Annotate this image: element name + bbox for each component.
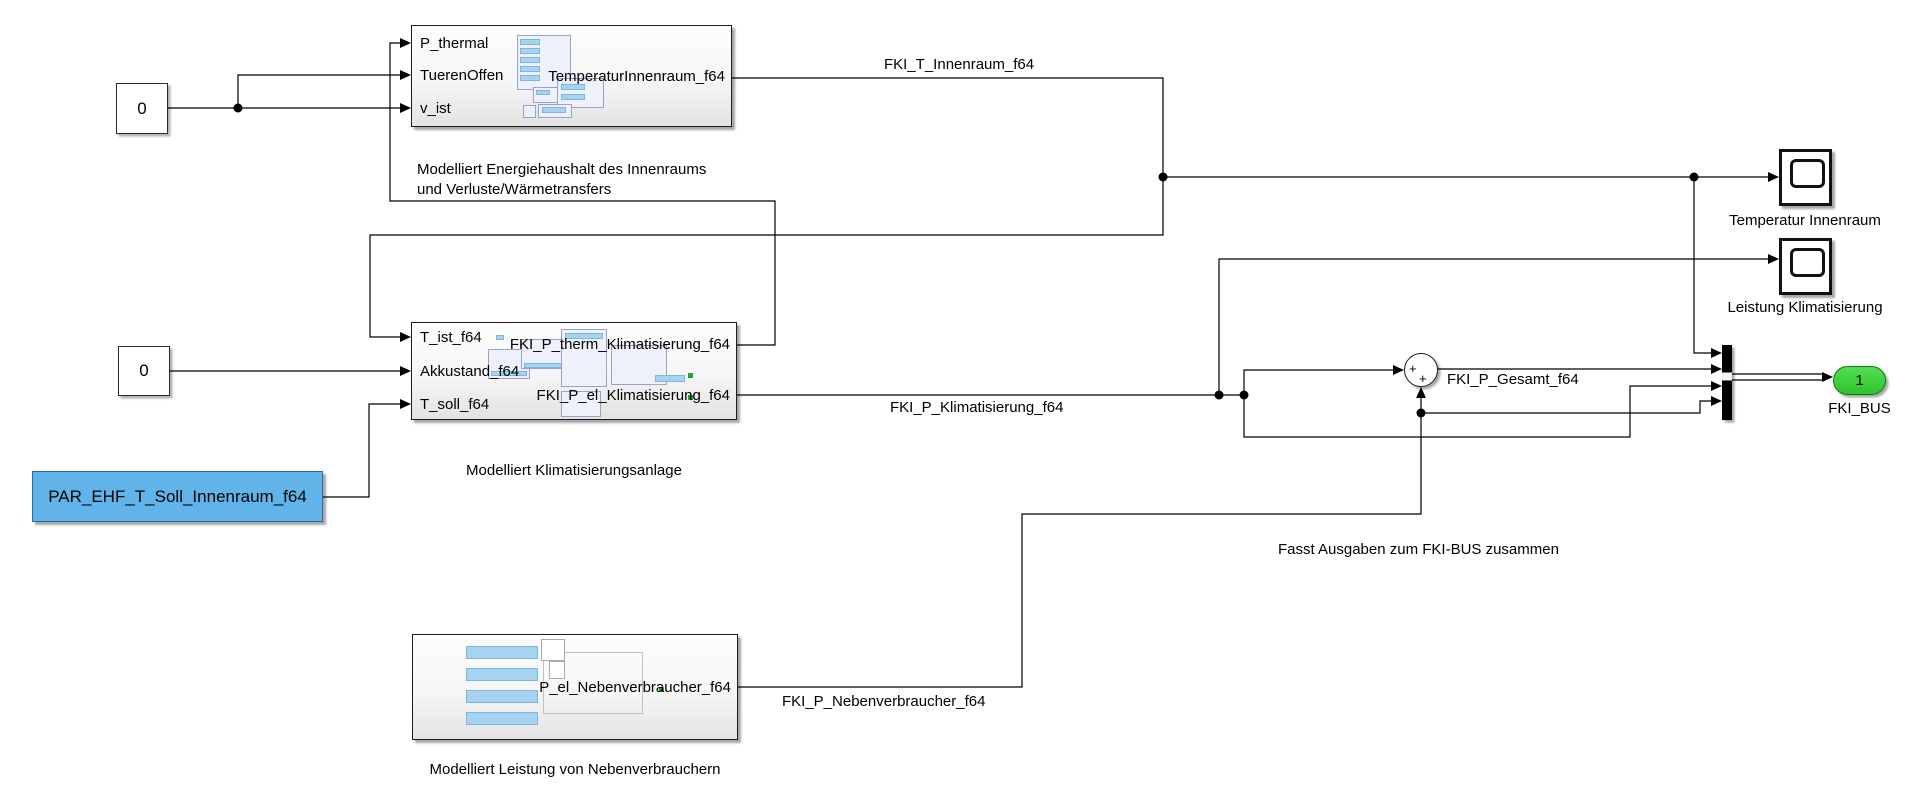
scope-temperatur-innenraum[interactable] [1779, 149, 1832, 206]
arrow-into-outport [1822, 372, 1833, 382]
bus-creator[interactable] [1722, 345, 1732, 420]
signal-label-fki-p-gesamt: FKI_P_Gesamt_f64 [1447, 371, 1579, 388]
arrow-into-scope-leistung [1768, 254, 1779, 264]
parameter-label: PAR_EHF_T_Soll_Innenraum_f64 [48, 486, 307, 506]
caption-klimatisierung: Modelliert Klimatisierungsanlage [466, 462, 682, 479]
scope-leistung-klimatisierung[interactable] [1779, 238, 1832, 295]
junction-dot [1158, 172, 1168, 182]
caption-innenraum-line1: Modelliert Energiehaushalt des Innenraum… [417, 161, 707, 178]
port-label-akkustand: Akkustand_f64 [420, 363, 520, 380]
arrow-into-bus-port4 [1711, 396, 1722, 406]
port-label-temperaturinnenraum: TemperaturInnenraum_f64 [548, 68, 725, 85]
port-label-p-thermal: P_thermal [420, 35, 489, 52]
wire-nebenverbraucher-to-bus[interactable] [1421, 400, 1711, 414]
arrowheads [400, 38, 1833, 409]
caption-innenraum-line2: und Verluste/Wärmetransfers [417, 181, 612, 198]
outport-fki-bus[interactable]: 1 [1833, 366, 1886, 395]
sum-plus-sign-2: + [1419, 371, 1427, 386]
wire-fki-t-to-bus[interactable] [1693, 177, 1711, 354]
arrow-into-akkustand [400, 366, 411, 376]
arrow-into-t-ist [400, 332, 411, 342]
arrow-into-bus-port2 [1711, 364, 1722, 374]
port-label-tuerenoffen: TuerenOffen [420, 67, 504, 84]
constant-block-1[interactable]: 0 [116, 83, 168, 134]
wire-const1-to-tuerenoffen[interactable] [237, 74, 400, 108]
signal-label-fki-t-innenraum: FKI_T_Innenraum_f64 [884, 56, 1035, 73]
constant-block-2[interactable]: 0 [118, 346, 170, 396]
subsystem-innenraum[interactable]: P_thermal TuerenOffen v_ist TemperaturIn… [411, 25, 732, 127]
scope-screen-icon [1790, 159, 1825, 188]
port-label-p-el-nebenverbraucher: P_el_Nebenverbraucher_f64 [539, 679, 731, 696]
arrow-into-v-ist [400, 103, 411, 113]
wire-nebenverbraucher-to-sum[interactable] [738, 398, 1422, 688]
outport-number: 1 [1855, 372, 1864, 389]
caption-scope-temperatur: Temperatur Innenraum [1729, 212, 1881, 229]
junction-dot [1214, 390, 1224, 400]
wire-par-to-t-soll[interactable] [323, 403, 400, 498]
caption-bus-creator: Fasst Ausgaben zum FKI-BUS zusammen [1278, 541, 1559, 558]
caption-scope-leistung: Leistung Klimatisierung [1727, 299, 1883, 316]
junction-dot [1416, 408, 1426, 418]
signal-label-fki-p-klimatisierung: FKI_P_Klimatisierung_f64 [890, 399, 1064, 416]
arrow-into-bus-port1 [1711, 348, 1722, 358]
parameter-block-par-ehf-t-soll[interactable]: PAR_EHF_T_Soll_Innenraum_f64 [32, 471, 323, 522]
caption-nebenverbraucher: Modelliert Leistung von Nebenverbraucher… [429, 761, 721, 778]
port-label-t-soll: T_soll_f64 [420, 396, 490, 413]
arrow-into-sum-bottom [1416, 387, 1426, 398]
sum-plus-sign-1: + [1409, 361, 1417, 376]
bus-creator-output-slot [1722, 372, 1732, 381]
arrow-into-bus-port3 [1711, 381, 1722, 391]
junction-dot [1689, 172, 1699, 182]
arrow-into-p-thermal [400, 38, 411, 48]
wire-fki-p-el-to-sum[interactable] [1243, 369, 1393, 395]
junction-dot [1239, 390, 1249, 400]
subsystem-klimatisierung[interactable]: T_ist_f64 Akkustand_f64 T_soll_f64 FKI_P… [411, 322, 737, 420]
wire-fki-p-el-to-bus[interactable] [1243, 385, 1711, 438]
wire-fki-t-innenraum-feedback[interactable] [369, 77, 1164, 338]
port-label-v-ist: v_ist [420, 100, 451, 117]
arrow-into-sum-left [1393, 365, 1404, 375]
port-label-fki-p-therm: FKI_P_therm_Klimatisierung_f64 [509, 336, 730, 353]
constant-value: 0 [139, 361, 149, 380]
constant-value: 0 [137, 98, 147, 118]
caption-outport: FKI_BUS [1828, 400, 1891, 417]
arrow-into-t-soll [400, 399, 411, 409]
subsystem-nebenverbraucher[interactable]: P_el_Nebenverbraucher_f64 [412, 634, 738, 740]
arrow-into-tuerenoffen [400, 70, 411, 80]
wire-fki-p-therm-feedback[interactable] [389, 42, 776, 346]
wire-fki-p-el-to-scope[interactable] [1218, 258, 1768, 395]
arrow-into-scope-temperatur [1768, 172, 1779, 182]
junction-dot [233, 103, 243, 113]
sum-block[interactable] [1404, 353, 1438, 387]
port-label-fki-p-el: FKI_P_el_Klimatisierung_f64 [536, 387, 730, 404]
port-label-t-ist: T_ist_f64 [420, 329, 482, 346]
scope-screen-icon [1790, 248, 1825, 277]
signal-label-fki-p-nebenverbraucher: FKI_P_Nebenverbraucher_f64 [782, 693, 986, 710]
junction-dots [233, 103, 1699, 418]
